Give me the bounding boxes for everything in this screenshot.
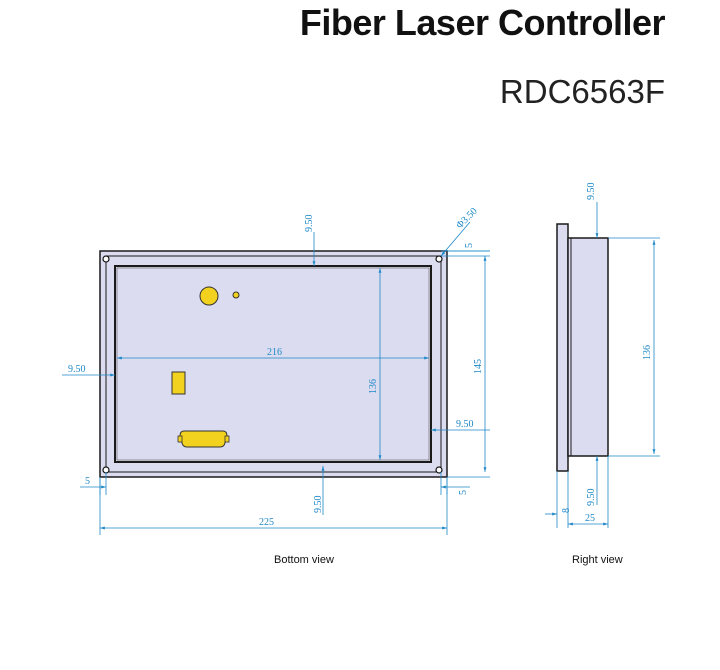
dim-left-offset: 9.50 bbox=[68, 364, 86, 375]
led-indicator bbox=[232, 291, 240, 299]
right-view-label: Right view bbox=[572, 554, 623, 566]
dim-outer-width: 225 bbox=[259, 517, 274, 528]
bottom-view-label: Bottom view bbox=[274, 554, 334, 566]
dim-right-offset: 9.50 bbox=[456, 419, 474, 430]
product-title: Fiber Laser Controller bbox=[299, 2, 666, 43]
mounting-hole-tr bbox=[435, 255, 443, 263]
right-dimensions bbox=[545, 202, 660, 528]
dim-inner-height: 136 bbox=[368, 379, 379, 394]
right-dim-bottom-offset: 9.50 bbox=[586, 489, 597, 507]
mounting-hole-br bbox=[435, 466, 443, 474]
dim-corner-right: 5 bbox=[458, 490, 469, 495]
right-dimension-labels: 9.50 136 8 9.50 25 bbox=[561, 183, 653, 525]
right-dim-depth: 25 bbox=[585, 513, 595, 524]
dim-bottom-offset: 9.50 bbox=[313, 496, 324, 514]
mounting-hole-tl bbox=[102, 255, 110, 263]
round-connector bbox=[199, 286, 219, 306]
dim-corner-top: 5 bbox=[464, 243, 475, 248]
right-dim-thickness: 8 bbox=[561, 508, 572, 513]
bottom-view bbox=[99, 250, 448, 478]
right-dim-height: 136 bbox=[642, 345, 653, 360]
right-body bbox=[567, 237, 609, 457]
right-dim-top-offset: 9.50 bbox=[586, 183, 597, 201]
db9-connector bbox=[179, 430, 228, 448]
dim-hole-diameter: Φ3.50 bbox=[454, 206, 479, 231]
bottom-inner-panel bbox=[114, 265, 432, 463]
dim-inner-width: 216 bbox=[267, 347, 282, 358]
dim-corner-left: 5 bbox=[85, 476, 90, 487]
right-plate bbox=[556, 223, 569, 472]
dim-top-offset: 9.50 bbox=[304, 215, 315, 233]
right-view bbox=[556, 223, 609, 472]
rect-port bbox=[171, 371, 186, 395]
model-number: RDC6563F bbox=[499, 73, 665, 110]
bottom-frame bbox=[105, 255, 442, 473]
bottom-dimension-labels: 9.50 Φ3.50 5 9.50 216 136 145 9.50 5 9.5… bbox=[68, 206, 484, 528]
bottom-dimensions bbox=[62, 221, 490, 535]
dim-outer-height: 145 bbox=[473, 359, 484, 374]
